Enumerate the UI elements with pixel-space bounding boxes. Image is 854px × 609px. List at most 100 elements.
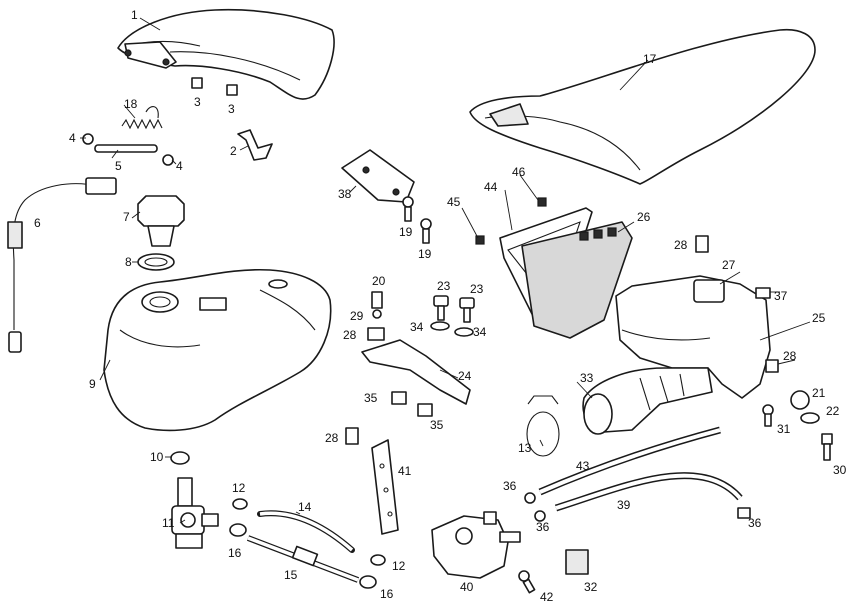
part-air-filter: [521, 221, 633, 339]
callout-12a: 12: [232, 481, 246, 495]
callout-45: 45: [447, 195, 461, 209]
part-tank-cover: [117, 8, 335, 100]
callout-7: 7: [123, 210, 130, 224]
callout-27: 27: [722, 258, 736, 272]
callout-5: 5: [115, 159, 122, 173]
part-intake-boot: [582, 367, 713, 435]
callout-36a: 36: [503, 479, 517, 493]
callout-1: 1: [131, 8, 138, 22]
callout-44: 44: [484, 180, 498, 194]
part-washer-34b: [454, 327, 474, 337]
part-fuel-cap: [137, 195, 185, 247]
callout-31: 31: [777, 422, 791, 436]
part-bolt-20: [371, 291, 383, 319]
callout-18: 18: [124, 97, 138, 111]
part-clamp-36c: [737, 507, 751, 519]
part-clip-28d: [765, 359, 779, 373]
callout-19b: 19: [418, 247, 432, 261]
callout-20: 20: [372, 274, 386, 288]
part-fuel-tank: [103, 268, 332, 432]
part-bushing-28a: [367, 327, 385, 341]
part-knob-23a: [433, 295, 449, 321]
part-air-box: [615, 275, 771, 399]
part-clamp-12b: [370, 554, 386, 566]
part-bolt-30: [821, 433, 833, 461]
callout-3a: 3: [194, 95, 201, 109]
part-clip-28c: [695, 235, 709, 253]
leader-lines: [80, 17, 811, 524]
callout-28a: 28: [343, 328, 357, 342]
part-screw-19b: [420, 218, 432, 244]
callout-14: 14: [298, 500, 312, 514]
callout-28c: 28: [674, 238, 688, 252]
callout-28b: 28: [325, 431, 339, 445]
callout-40: 40: [460, 580, 474, 594]
part-hose-filter-15: [246, 535, 360, 583]
part-nut-35b: [417, 403, 433, 417]
callout-23b: 23: [470, 282, 484, 296]
callout-35a: 35: [364, 391, 378, 405]
part-carburettor: [431, 511, 521, 579]
part-washer-22: [800, 412, 820, 424]
part-spring-18: [121, 106, 163, 130]
callout-37: 37: [774, 289, 788, 303]
part-block-32: [565, 549, 589, 575]
callout-33: 33: [580, 371, 594, 385]
callout-34b: 34: [473, 325, 487, 339]
part-clip-3b: [226, 84, 238, 96]
callout-4b: 4: [176, 159, 183, 173]
part-clip-4a: [82, 133, 94, 145]
callout-6: 6: [34, 216, 41, 230]
callout-36b: 36: [536, 520, 550, 534]
part-hose-39: [554, 472, 743, 512]
part-clip-3a: [191, 77, 203, 89]
part-bracket-24: [361, 339, 471, 405]
part-hose-clamp-10: [170, 451, 190, 465]
callout-4a: 4: [69, 131, 76, 145]
callout-43: 43: [576, 459, 590, 473]
part-pin-5: [94, 144, 158, 153]
callout-8: 8: [125, 255, 132, 269]
callout-17: 17: [643, 52, 657, 66]
part-bracket-2: [237, 129, 273, 161]
callout-16b: 16: [380, 587, 394, 601]
part-strap-41: [371, 439, 399, 535]
callout-46: 46: [512, 165, 526, 179]
callout-3b: 3: [228, 102, 235, 116]
part-clip-28b: [345, 427, 359, 445]
callout-21: 21: [812, 386, 826, 400]
part-screw-42: [518, 570, 536, 594]
callout-36c: 36: [748, 516, 762, 530]
part-clamp-12a: [232, 498, 248, 510]
part-clip-4b: [162, 154, 174, 166]
callout-11: 11: [162, 516, 175, 530]
callout-2: 2: [230, 144, 237, 158]
part-clamp-36b: [534, 510, 546, 522]
callout-23a: 23: [437, 279, 451, 293]
callout-22: 22: [826, 404, 840, 418]
callout-9: 9: [89, 377, 96, 391]
part-fuel-tap: [171, 477, 219, 549]
callout-34a: 34: [410, 320, 424, 334]
part-hose-14: [257, 510, 355, 553]
part-washer-34a: [430, 321, 450, 331]
callout-38: 38: [338, 187, 352, 201]
callout-32: 32: [584, 580, 598, 594]
part-screw-37: [755, 287, 771, 299]
callout-26: 26: [637, 210, 651, 224]
part-fuel-sender: [7, 177, 117, 353]
callout-10: 10: [150, 450, 164, 464]
callout-28d: 28: [783, 349, 797, 363]
callout-labels: 1 18 3 3 4 2 5 4 6 7 8 9 10 12 11 16 14 …: [34, 8, 847, 604]
callout-16a: 16: [228, 546, 242, 560]
callout-39: 39: [617, 498, 631, 512]
callout-12b: 12: [392, 559, 406, 573]
callout-19a: 19: [399, 225, 413, 239]
callout-13: 13: [518, 441, 532, 455]
callout-30: 30: [833, 463, 847, 477]
part-clamp-16a: [229, 523, 247, 537]
part-screw-19a: [402, 196, 414, 222]
part-knob-23b: [459, 297, 475, 323]
callout-29: 29: [350, 309, 364, 323]
